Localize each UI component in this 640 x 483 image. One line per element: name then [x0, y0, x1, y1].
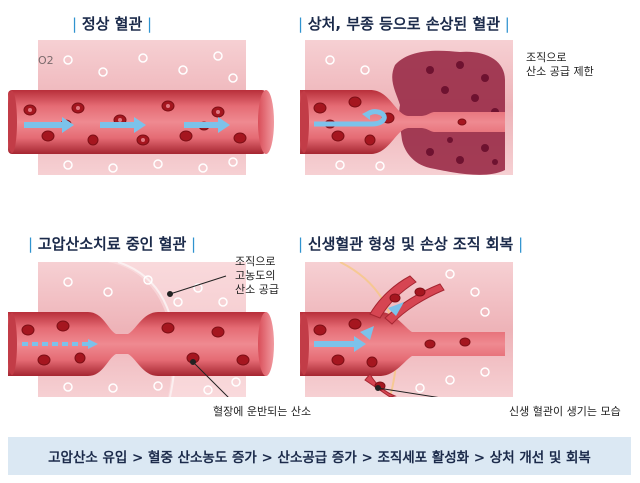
blood-vessel [8, 312, 266, 376]
tissue-oxygen-dots [63, 51, 238, 173]
tissue-oxygen-dots [63, 275, 241, 395]
panel-title-injured: | 상처, 부종 등으로 손상된 혈관 | [298, 15, 510, 33]
oxygen-arrows [24, 117, 230, 133]
hyperbaric-annotation-top: 조직으로 고농도의 산소 공급 [235, 255, 279, 296]
regeneration-annotation: 신생 혈관이 생기는 모습 [509, 405, 621, 418]
vessel-opening [258, 90, 274, 154]
panel-title-hyperbaric: | 고압산소치료 중인 혈관 | [28, 235, 197, 253]
normal-vessel-illustration: O2 [8, 40, 276, 175]
process-flow-text: 고압산소 유입 > 혈중 산소농도 증가 > 산소공급 증가 > 조직세포 활성… [48, 450, 591, 466]
regeneration-vessel-illustration [300, 262, 568, 397]
hyperbaric-vessel-illustration [8, 262, 276, 397]
injured-annotation: 조직으로 산소 공급 제한 [526, 51, 594, 78]
red-blood-cells [21, 320, 250, 366]
o2-label: O2 [38, 54, 54, 67]
panel-title-normal: | 정상 혈관 | [72, 15, 153, 33]
annotation-pointers [167, 275, 229, 397]
process-flow-bar: 고압산소 유입 > 혈중 산소농도 증가 > 산소공급 증가 > 조직세포 활성… [8, 437, 631, 475]
panel-title-regeneration: | 신생혈관 형성 및 손상 조직 회복 | [298, 235, 524, 253]
red-blood-cells [313, 287, 471, 391]
hyperbaric-annotation-bottom: 혈장에 운반되는 산소 [213, 405, 312, 418]
injured-vessel-illustration [300, 40, 568, 175]
oxygen-arrows [314, 302, 404, 352]
